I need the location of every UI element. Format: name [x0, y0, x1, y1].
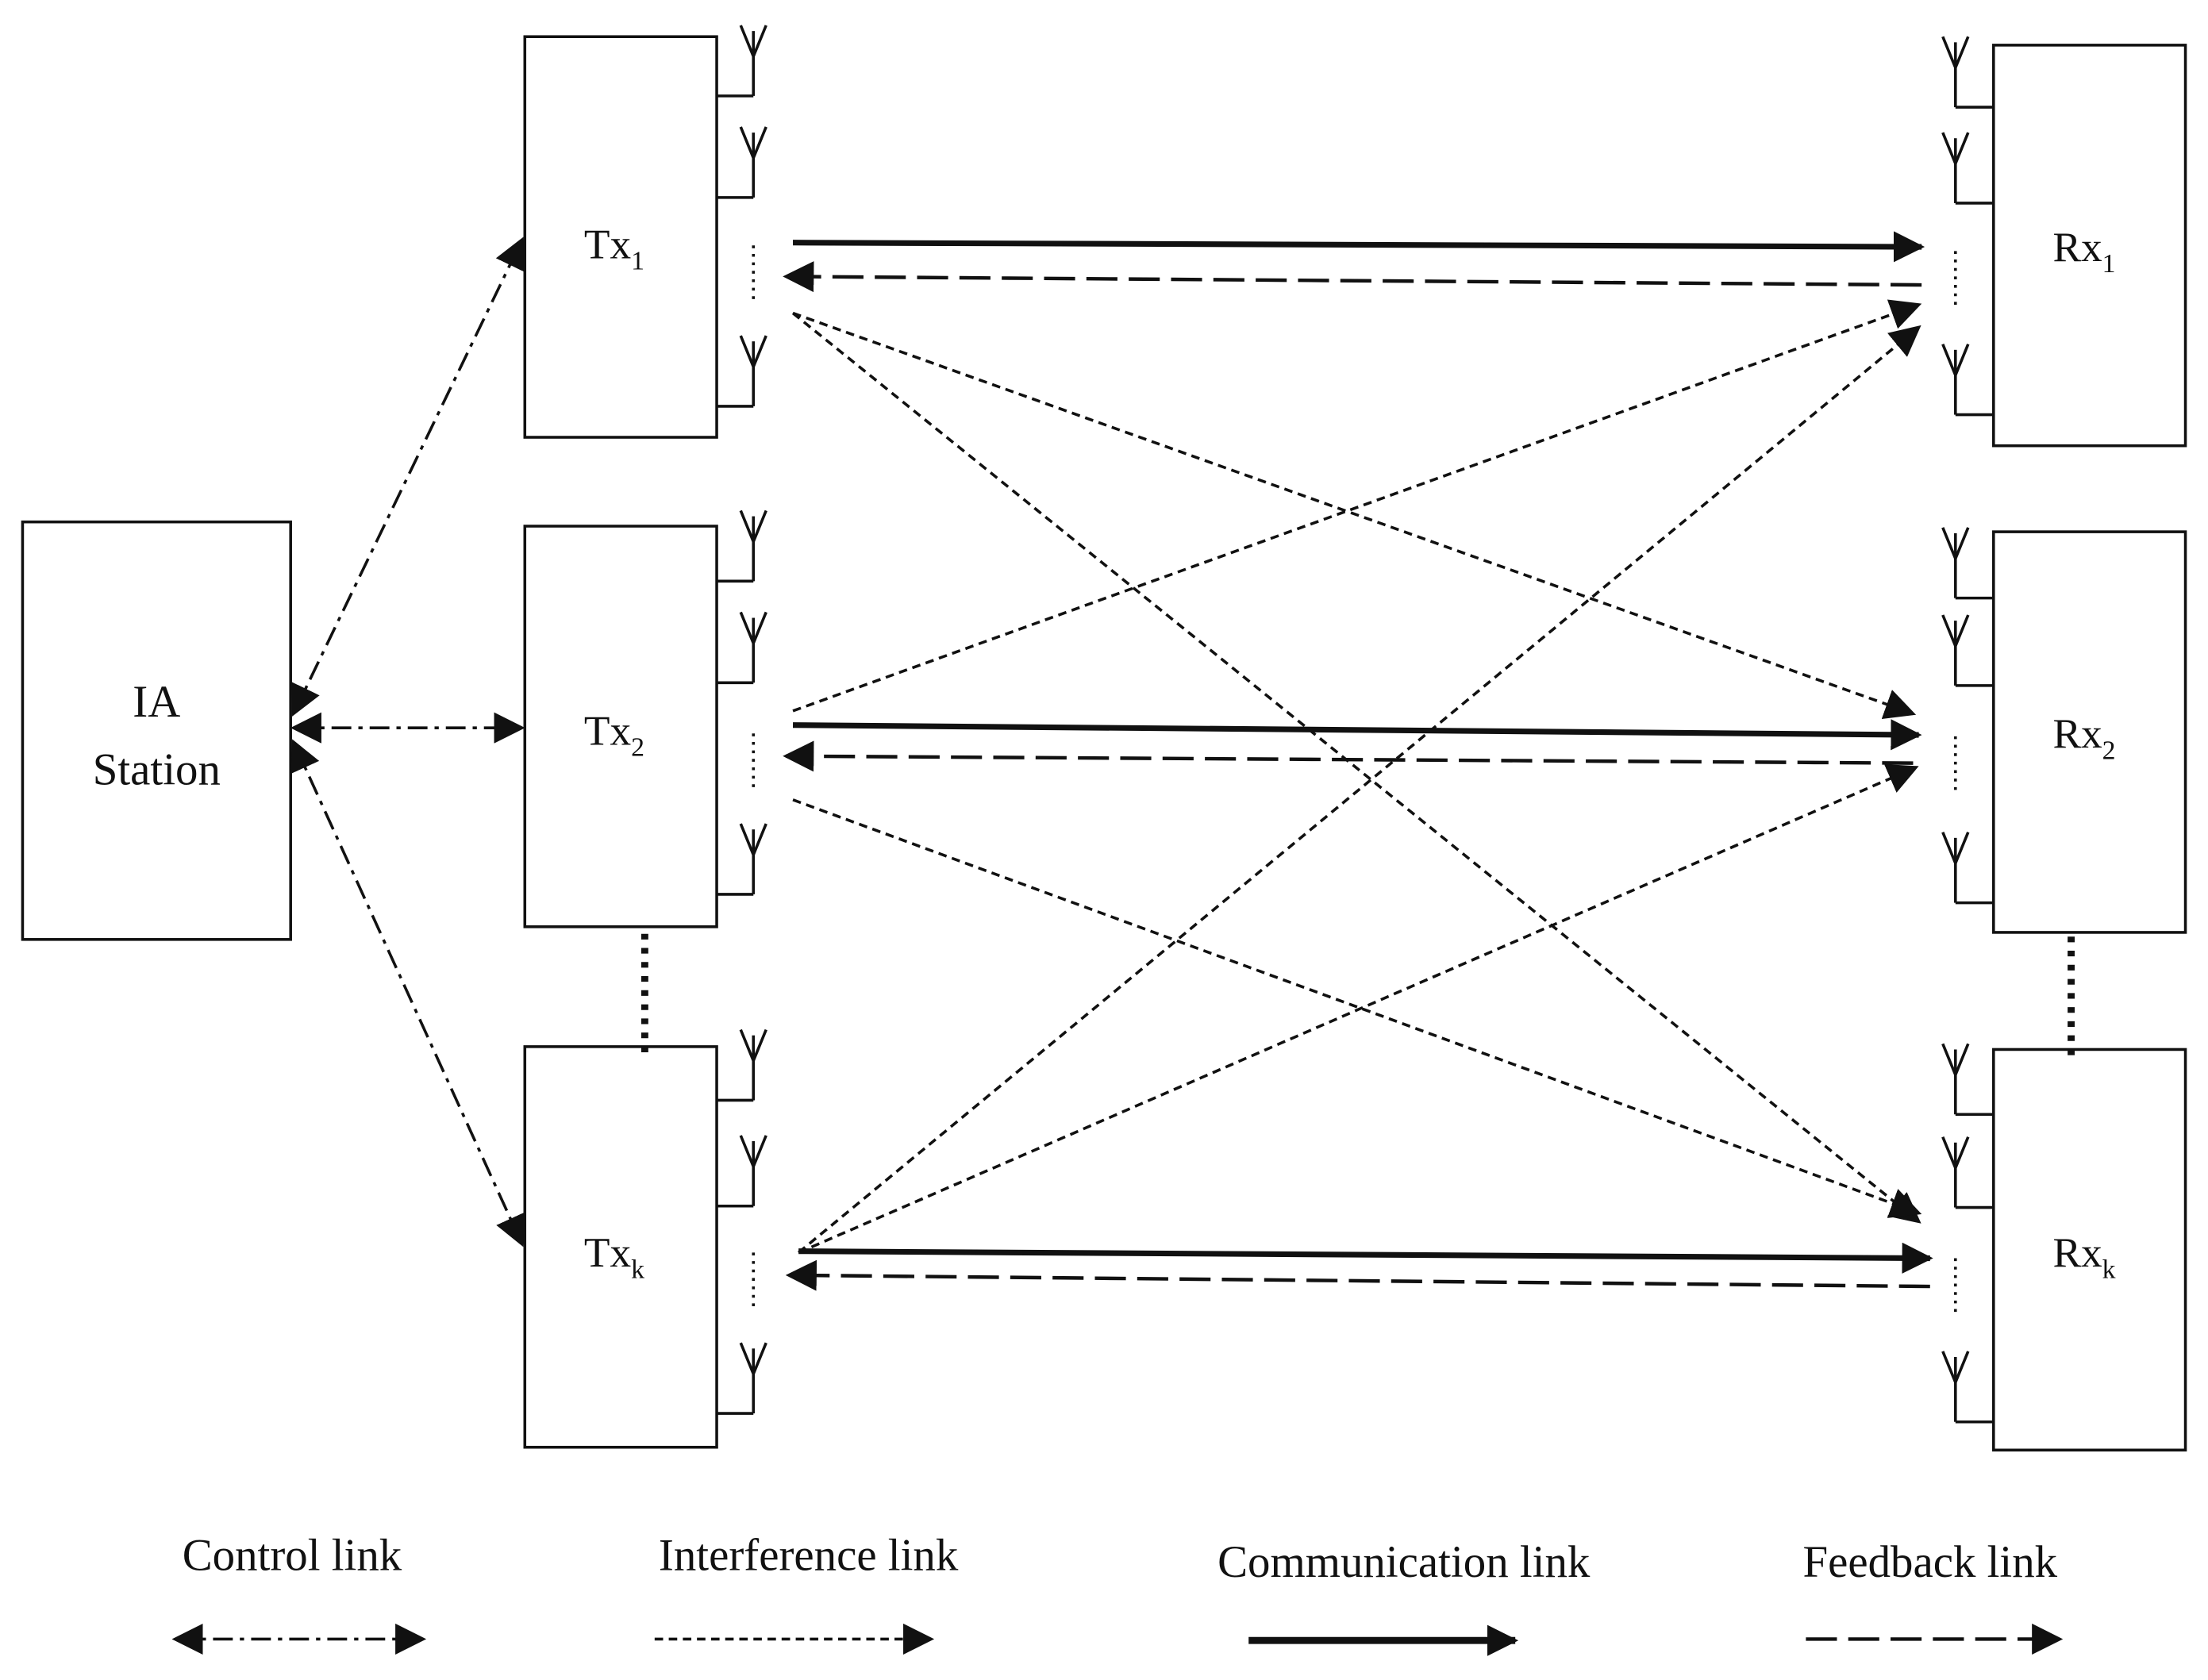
svg-text:Rx1: Rx1 [2052, 223, 2115, 279]
ia-station-label-line2: Station [93, 744, 221, 794]
interference-link-tx2-rxk [792, 798, 1922, 1218]
rx2-antennas-antenna-icon-2 [1941, 614, 1970, 686]
txk-antennas [717, 1028, 767, 1415]
tx2-antennas-antenna-icon-1 [739, 509, 767, 582]
feedback-link-rx2-tx2 [783, 740, 1914, 772]
rxk-subscript: k [2102, 1255, 2116, 1284]
svg-text:Rx2: Rx2 [2052, 709, 2115, 765]
tx2-antennas [717, 509, 767, 896]
rx1-antennas [1941, 36, 1994, 417]
interference-link-tx1-rxk [791, 312, 1921, 1224]
svg-text:Rxk: Rxk [2052, 1228, 2115, 1284]
transmitter-txk: Txk [523, 1045, 718, 1449]
tx2-label: Tx [584, 707, 631, 755]
tx2-subscript: 2 [631, 733, 644, 763]
tx1-antennas-antenna-icon-3 [739, 335, 767, 406]
rxk-antennas-antenna-icon-3 [1941, 1351, 1970, 1422]
rx1-antennas-antenna-icon-1 [1941, 36, 1970, 108]
interference-link-tx2-rx1 [792, 299, 1922, 713]
legend-feedback-label: Feedback link [1802, 1537, 2057, 1587]
feedback-links [783, 261, 1930, 1291]
transmitter-tx2: Tx2 [523, 525, 718, 928]
interference-link-txk-rx1 [798, 325, 1921, 1254]
ia-station-label-line1: IA [133, 677, 180, 727]
svg-text:Txk: Txk [584, 1228, 644, 1284]
control-links [290, 236, 525, 1248]
rxk-antennas-antenna-icon-1 [1941, 1043, 1970, 1115]
interference-link-txk-rx2 [798, 764, 1919, 1255]
receiver-rx2: Rx2 [1992, 530, 2187, 934]
rxk-antennas-antenna-icon-2 [1941, 1136, 1970, 1208]
antenna-groups [717, 25, 1994, 1424]
svg-text:Tx2: Tx2 [584, 707, 644, 763]
communication-link-tx1-rx1 [793, 231, 1925, 263]
communication-link-tx2-rx2 [793, 719, 1922, 751]
communication-links [793, 231, 1933, 1274]
legend-control-label: Control link [183, 1530, 402, 1580]
txk-label: Tx [584, 1228, 631, 1276]
communication-link-txk-rxk [798, 1242, 1933, 1274]
receiver-rxk: Rxk [1992, 1048, 2187, 1452]
tx2-antennas-antenna-icon-2 [739, 611, 767, 683]
tx1-antennas-antenna-icon-1 [739, 25, 767, 96]
control-link-txk [290, 739, 525, 1248]
legend-interference-label: Interference link [659, 1530, 959, 1580]
svg-text:Tx1: Tx1 [584, 220, 644, 275]
receiver-rx1: Rx1 [1992, 44, 2187, 448]
interference-link-tx1-rx2 [792, 311, 1917, 719]
txk-antennas-antenna-icon-3 [739, 1342, 767, 1414]
feedback-link-rx1-tx1 [783, 261, 1922, 293]
rx1-subscript: 1 [2102, 249, 2116, 279]
tx1-antennas-antenna-icon-2 [739, 126, 767, 198]
rx2-antennas [1941, 527, 1994, 905]
rx2-antennas-antenna-icon-3 [1941, 832, 1970, 903]
rx2-subscript: 2 [2102, 736, 2116, 765]
tx2-antennas-antenna-icon-3 [739, 823, 767, 894]
transmitter-tx1: Tx1 [523, 35, 718, 439]
tx1-antennas [717, 25, 767, 408]
control-link-tx1 [291, 236, 525, 717]
ia-station: IA Station [21, 520, 292, 941]
rxk-antennas [1941, 1043, 1994, 1424]
tx1-subscript: 1 [631, 247, 644, 276]
rx1-antennas-antenna-icon-2 [1941, 132, 1970, 203]
legend: Control link Interference link Communica… [171, 1530, 2064, 1656]
feedback-link-rxk-txk [785, 1259, 1930, 1291]
rx2-label: Rx [2052, 709, 2102, 757]
rx1-label: Rx [2052, 223, 2102, 271]
txk-antennas-antenna-icon-1 [739, 1028, 767, 1101]
rx2-antennas-antenna-icon-1 [1941, 527, 1970, 598]
rxk-label: Rx [2052, 1228, 2102, 1276]
txk-antennas-antenna-icon-2 [739, 1135, 767, 1206]
legend-communication-label: Communication link [1217, 1537, 1591, 1587]
rx1-antennas-antenna-icon-3 [1941, 344, 1970, 415]
interference-links [791, 299, 1922, 1255]
txk-subscript: k [631, 1255, 644, 1284]
tx1-label: Tx [584, 220, 631, 267]
